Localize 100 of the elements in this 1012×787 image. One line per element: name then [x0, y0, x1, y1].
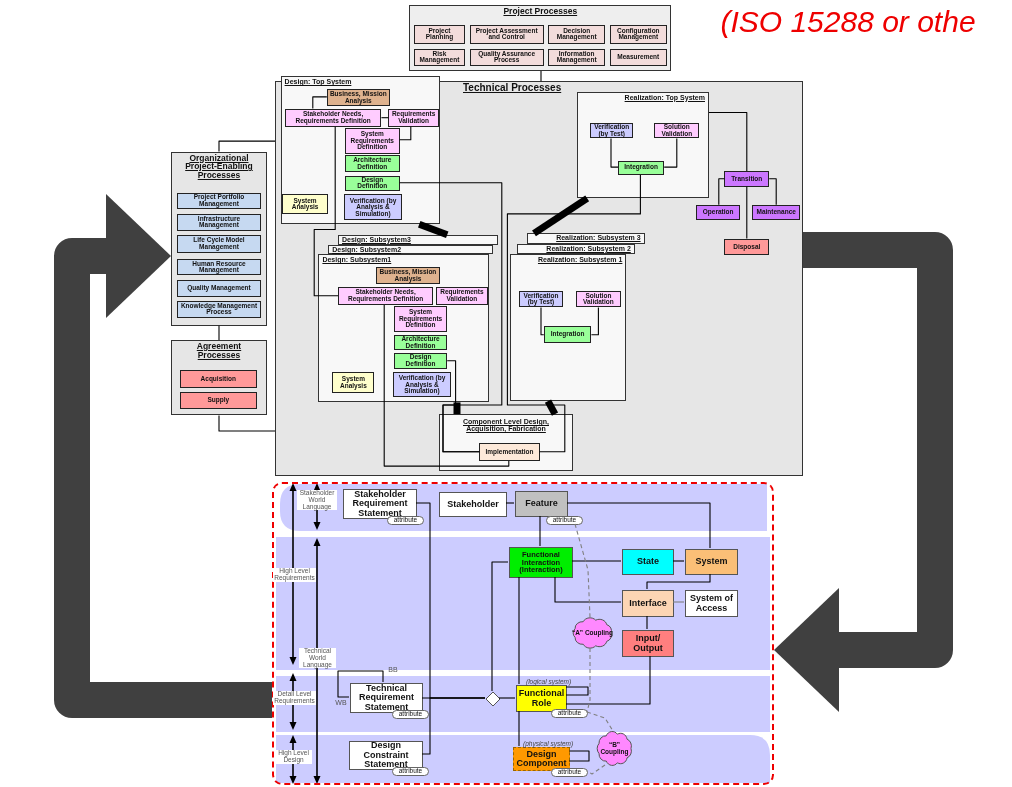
- process-label: Functional Role: [517, 689, 566, 708]
- connector-line: [498, 697, 516, 699]
- attribute-pill: [551, 768, 588, 777]
- connector-line: [746, 186, 748, 240]
- process-label: State: [637, 557, 659, 567]
- group-title: Project Processes: [502, 6, 579, 16]
- process-label: Stakeholder Requirement Statement: [351, 489, 408, 518]
- connector-line: [218, 140, 276, 153]
- process-box: [177, 234, 261, 253]
- connector-line: [399, 126, 412, 141]
- connector-line: [218, 325, 220, 341]
- connector-line: [505, 502, 515, 504]
- process-group-frame: [409, 4, 672, 71]
- process-box: [413, 25, 466, 44]
- process-box: [548, 48, 606, 66]
- process-box: [177, 259, 261, 275]
- connector-line: [554, 576, 622, 603]
- connector-line: [571, 560, 622, 562]
- process-box: [345, 176, 400, 191]
- process-box: [696, 204, 740, 221]
- process-box: [752, 204, 800, 221]
- connector-line: [672, 601, 685, 603]
- process-label: System of Access: [689, 594, 734, 613]
- process-box: [394, 334, 448, 351]
- process-box: [622, 630, 674, 657]
- connector-line: [442, 360, 480, 453]
- process-group-frame: [527, 233, 645, 244]
- process-label: Feature: [525, 499, 558, 509]
- process-group-frame: [510, 254, 627, 402]
- connector-line: [539, 515, 541, 547]
- connector-line: [421, 697, 486, 755]
- process-group-frame: [438, 414, 574, 472]
- connector-line: [663, 137, 678, 168]
- process-box: [609, 48, 667, 66]
- transition-wedge: [544, 399, 559, 416]
- attribute-pill: [392, 767, 429, 776]
- coupling-dashed-line: [586, 711, 614, 732]
- group-title: Technical Processes: [463, 83, 563, 94]
- process-box: [469, 25, 544, 44]
- process-group-frame: [577, 91, 709, 199]
- connector-line: [380, 117, 389, 119]
- connector-line: [491, 561, 509, 692]
- connector-line: [708, 111, 748, 172]
- process-label: Technical Requirement Statement: [358, 683, 414, 712]
- process-box: [469, 48, 544, 66]
- attribute-pill: [392, 710, 429, 719]
- process-box: [685, 549, 738, 575]
- process-label: Stakeholder: [447, 499, 499, 510]
- process-box: [515, 491, 568, 517]
- attribute-pill: [546, 516, 583, 525]
- connector-line: [518, 576, 520, 685]
- process-box: [518, 290, 564, 308]
- connector-line: [383, 304, 510, 467]
- process-box: [338, 286, 434, 305]
- process-box: [609, 25, 667, 44]
- cycle-arrow: [774, 232, 953, 712]
- process-group-frame: [280, 76, 441, 225]
- transition-wedge: [532, 195, 590, 237]
- process-box: [177, 193, 261, 209]
- process-box: [392, 372, 452, 398]
- process-box: [343, 194, 403, 221]
- process-box: [179, 369, 257, 389]
- connector-line: [768, 178, 777, 206]
- process-box: [177, 280, 261, 298]
- process-box: [282, 194, 329, 214]
- process-box: [345, 128, 400, 155]
- process-box: [618, 160, 665, 175]
- connector-line: [565, 686, 589, 696]
- process-box: [179, 392, 257, 409]
- connector-line: [646, 573, 711, 590]
- process-box: [724, 171, 770, 187]
- process-box: [332, 372, 375, 394]
- process-box: [509, 547, 573, 578]
- process-label: System: [695, 557, 728, 567]
- diagram-frame: [272, 482, 774, 785]
- connector-line: [312, 96, 328, 110]
- connector-line: [540, 70, 542, 82]
- process-box: [394, 353, 448, 369]
- process-box: [350, 683, 423, 713]
- connector-line: [672, 560, 685, 562]
- process-box: [343, 489, 417, 519]
- group-title: Organizational Project-Enabling Processes: [184, 153, 254, 179]
- connector-line: [337, 670, 384, 698]
- process-box: [654, 122, 700, 139]
- process-box: [543, 325, 592, 343]
- process-box: [345, 155, 400, 173]
- process-box: [479, 442, 540, 461]
- process-box: [548, 25, 606, 44]
- connector-line: [540, 306, 545, 336]
- process-box: [349, 741, 423, 770]
- process-box: [413, 48, 466, 66]
- connector-line: [718, 178, 725, 206]
- process-box: [622, 549, 674, 575]
- process-box: [576, 290, 621, 308]
- connector-line: [565, 655, 651, 705]
- process-label: Design Constraint Statement: [362, 741, 409, 770]
- connector-line: [566, 502, 711, 549]
- connector-line: [518, 710, 520, 747]
- process-box: [622, 590, 674, 617]
- connector-line: [568, 750, 590, 762]
